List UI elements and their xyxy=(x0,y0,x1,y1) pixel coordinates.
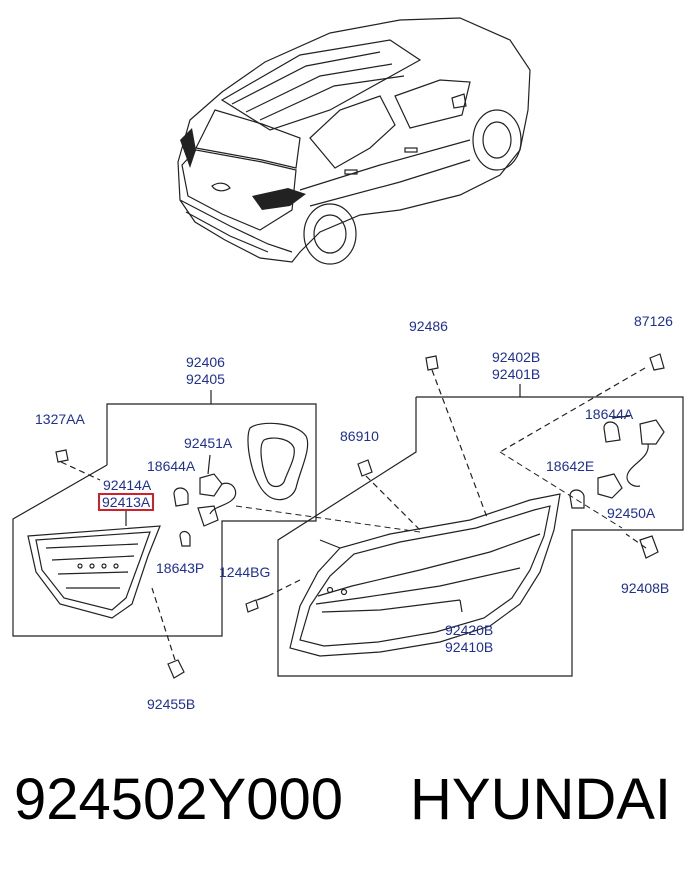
right-assembly-frame xyxy=(277,384,684,677)
vehicle-illustration xyxy=(177,17,531,265)
label-92410B: 92410B xyxy=(445,639,494,655)
left-assembly-frame xyxy=(12,390,317,637)
fastener-1244BG xyxy=(245,579,301,613)
label-18644A-left: 18644A xyxy=(147,458,196,474)
label-86910: 86910 xyxy=(340,428,379,444)
fastener-1327AA xyxy=(55,449,101,481)
fastener-86910 xyxy=(357,459,421,531)
fastener-92486 xyxy=(425,355,489,521)
label-92402B: 92402B xyxy=(492,349,541,365)
fastener-92455B xyxy=(151,587,185,679)
label-92451A: 92451A xyxy=(184,435,233,451)
bracket-92408B xyxy=(625,533,659,559)
right-socket-wiring xyxy=(569,415,665,509)
label-18644A-right: 18644A xyxy=(585,406,634,422)
label-92401B: 92401B xyxy=(492,366,541,382)
gasket-part xyxy=(247,422,309,501)
label-18643P: 18643P xyxy=(156,560,205,576)
label-92406: 92406 xyxy=(186,354,225,370)
left-socket-wiring xyxy=(173,454,237,547)
label-87126: 87126 xyxy=(634,313,673,329)
label-1244BG: 1244BG xyxy=(219,564,271,580)
label-1327AA: 1327AA xyxy=(35,411,85,427)
label-92455B: 92455B xyxy=(147,696,196,712)
label-92450A: 92450A xyxy=(607,505,656,521)
right-main-lamp xyxy=(289,493,561,657)
right-tail-lamp-illustration xyxy=(252,188,306,210)
label-18642E: 18642E xyxy=(546,458,595,474)
label-92405: 92405 xyxy=(186,371,225,387)
label-92414A: 92414A xyxy=(103,477,152,493)
fastener-87126 xyxy=(499,353,665,453)
label-92408B: 92408B xyxy=(621,580,670,596)
left-inner-lamp xyxy=(27,510,161,619)
part-number-text: 924502Y000 xyxy=(14,767,343,832)
left-tail-lamp-illustration xyxy=(180,128,196,168)
leader-lines xyxy=(235,451,623,533)
label-92486: 92486 xyxy=(409,318,448,334)
brand-text: HYUNDAI xyxy=(410,767,672,832)
label-92420B: 92420B xyxy=(445,622,494,638)
label-92413A-highlighted: 92413A xyxy=(98,493,155,511)
